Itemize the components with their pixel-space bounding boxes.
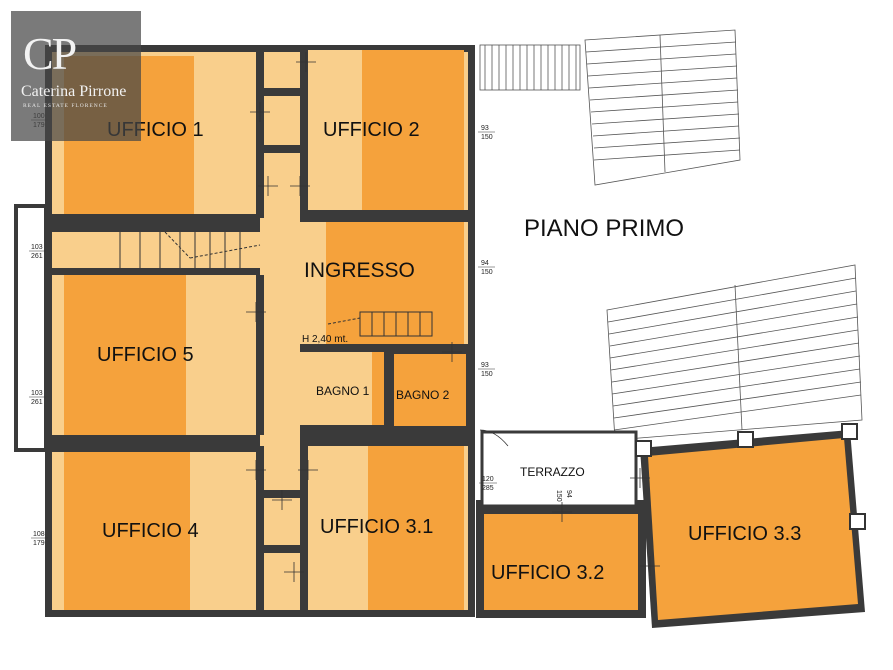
- dim-u5-a: 103: [31, 390, 43, 397]
- bagno2-wall: [390, 350, 470, 430]
- stairs-left: [119, 231, 261, 268]
- room-light: [64, 50, 368, 610]
- interior-walls: [52, 50, 468, 616]
- label-terrazzo: TERRAZZO: [520, 465, 585, 479]
- room-labels: UFFICIO 1 UFFICIO 2 INGRESSO H 2,40 mt. …: [97, 119, 801, 584]
- label-ufficio31: UFFICIO 3.1: [320, 516, 433, 538]
- dim-u4-b: 179: [33, 540, 45, 547]
- label-bagno2: BAGNO 2: [396, 388, 450, 402]
- label-ufficio32: UFFICIO 3.2: [491, 562, 604, 584]
- label-ufficio33: UFFICIO 3.3: [688, 523, 801, 545]
- dim-ingresso-b: 150: [481, 269, 493, 276]
- door-marks: [246, 52, 660, 582]
- bagno1-strip: [372, 352, 384, 425]
- dim-bagno2-b: 150: [481, 371, 493, 378]
- label-height: H 2,40 mt.: [302, 334, 348, 345]
- roof-hatch-top: [479, 29, 741, 186]
- label-ufficio4: UFFICIO 4: [102, 520, 199, 542]
- dim-terrazzo-b: 150: [555, 490, 562, 502]
- bagno2-fill: [392, 352, 468, 428]
- floor-title: PIANO PRIMO: [524, 215, 684, 242]
- logo-monogram: CP: [23, 28, 77, 79]
- dim-u4-a: 108: [33, 531, 45, 538]
- dim-u2-b: 150: [481, 134, 493, 141]
- columns: [635, 423, 866, 530]
- dim-stair-a: 103: [31, 244, 43, 251]
- dim-u2-a: 93: [481, 125, 489, 132]
- stairs-right: [327, 311, 433, 337]
- dim-u31-a: 120: [482, 476, 494, 483]
- dim-bagno2-a: 93: [481, 362, 489, 369]
- terrazzo-door-swing: [479, 429, 509, 447]
- logo-name: Caterina Pirrone: [21, 83, 127, 100]
- terrazzo-area: [480, 430, 638, 508]
- ufficio33-fill: [648, 438, 858, 620]
- logo-watermark: CP Caterina Pirrone REAL ESTATE FLORENCE: [11, 11, 141, 141]
- dim-u31-b: 285: [482, 485, 494, 492]
- dim-ingresso-a: 94: [481, 260, 489, 267]
- label-bagno1: BAGNO 1: [316, 384, 370, 398]
- dim-u5-b: 261: [31, 399, 43, 406]
- label-ingresso: INGRESSO: [304, 259, 415, 282]
- roof-hatch-right: [606, 264, 863, 441]
- dim-stair-b: 261: [31, 253, 43, 260]
- balcony-left: [14, 204, 48, 452]
- label-ufficio5: UFFICIO 5: [97, 344, 194, 366]
- dim-terrazzo-a: 94: [565, 490, 572, 498]
- logo-subtitle: REAL ESTATE FLORENCE: [23, 103, 108, 109]
- label-ufficio2: UFFICIO 2: [323, 119, 420, 141]
- bagno1-fill: [308, 352, 384, 425]
- ufficio32-fill: [484, 514, 638, 610]
